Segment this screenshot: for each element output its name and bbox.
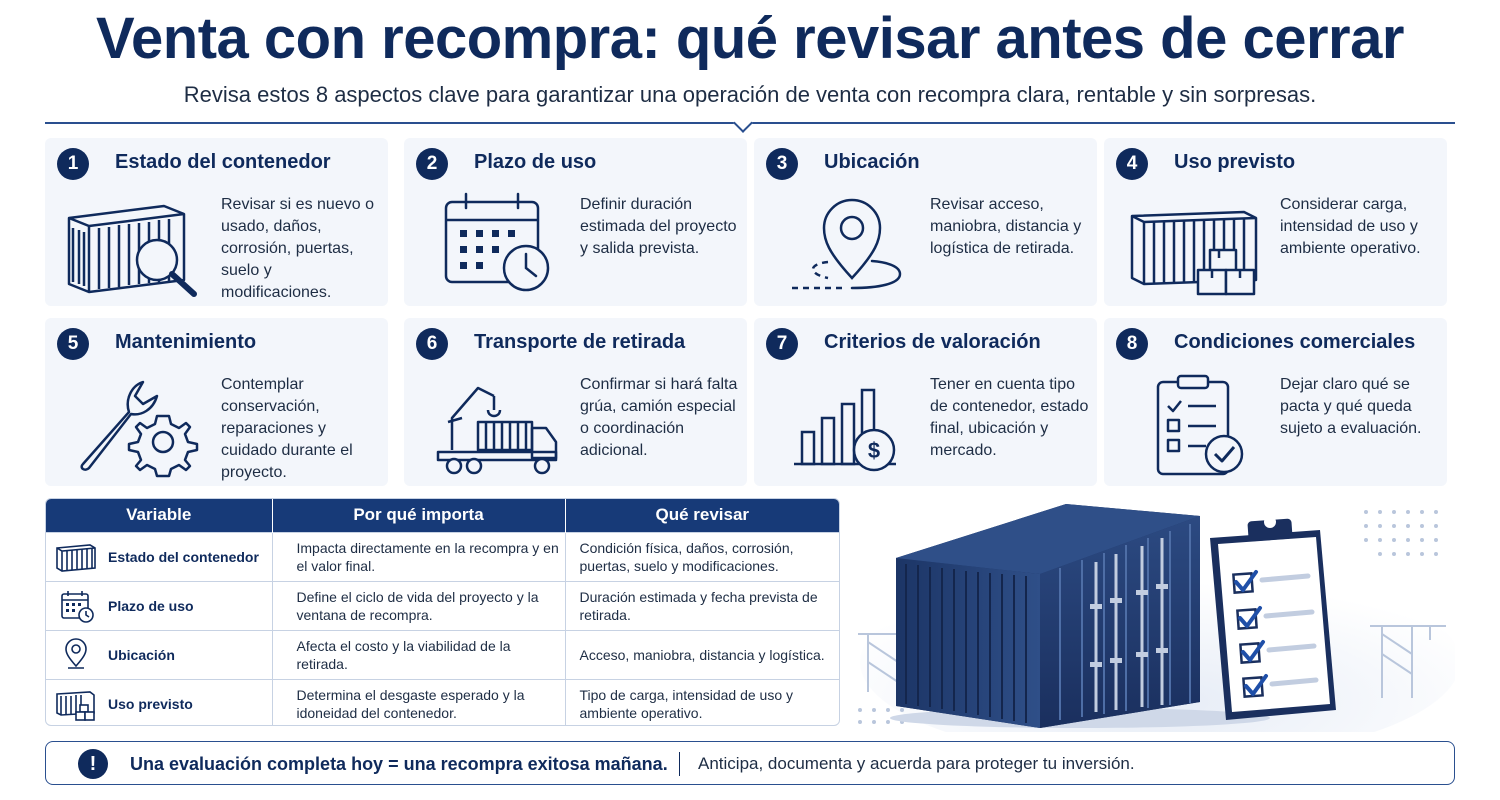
- card-number: 6: [416, 328, 448, 360]
- card-title: Criterios de valoración: [824, 331, 1041, 353]
- card-transporte-retirada: 6 Transporte de retirada Confirmar si ha…: [404, 318, 747, 486]
- card-plazo-uso: 2 Plazo de uso Definir duración estimada…: [404, 138, 747, 306]
- table-why: Impacta directamente en la recompra y en…: [272, 531, 566, 581]
- container-boxes-icon: [1130, 210, 1258, 296]
- clipboard-checklist-icon: [1210, 516, 1336, 720]
- container-magnifier-icon: [67, 204, 197, 297]
- page-subtitle: Revisa estos 8 aspectos clave para garan…: [183, 82, 1317, 107]
- table-row: Ubicación Afecta el costo y la viabilida…: [46, 629, 839, 679]
- footer-note: Anticipa, documenta y acuerda para prote…: [698, 754, 1135, 773]
- shipping-container-icon: [896, 504, 1200, 728]
- table-why: Determina el desgaste esperado y la idon…: [272, 678, 566, 725]
- card-mantenimiento: 5 Mantenimiento Contemplar conservación,…: [45, 318, 388, 486]
- card-text: Confirmar si hará falta grúa, camión esp…: [580, 376, 738, 459]
- container-icon: [56, 543, 96, 572]
- port-crane-right: [1370, 625, 1446, 698]
- table-variable: Plazo de uso: [108, 597, 194, 614]
- table-row: Plazo de uso Define el ciclo de vida del…: [46, 580, 839, 630]
- card-estado-contenedor: 1 Estado del contenedor Revisar si es nu…: [45, 138, 388, 306]
- card-text: Definir duración estimada del proyecto y…: [580, 196, 737, 257]
- bar-chart-dollar-icon: $: [794, 388, 896, 472]
- card-title: Uso previsto: [1174, 151, 1296, 173]
- card-number: 8: [1116, 328, 1148, 360]
- card-text: Dejar claro qué se pacta y qué queda suj…: [1280, 376, 1422, 437]
- calendar-clock-icon: [444, 192, 550, 292]
- card-text: Revisar si es nuevo o usado, daños, corr…: [221, 196, 374, 301]
- alert-icon: !: [78, 749, 108, 779]
- table-row: Estado del contenedor Impacta directamen…: [46, 531, 839, 581]
- table-what: Acceso, maniobra, distancia y logística.: [565, 629, 839, 679]
- crane-truck-icon: [436, 386, 558, 475]
- footer-separator: [679, 752, 680, 776]
- card-number: 1: [57, 148, 89, 180]
- wrench-gear-icon: [80, 380, 199, 478]
- card-number: 4: [1116, 148, 1148, 180]
- card-text: Revisar acceso, maniobra, distancia y lo…: [930, 196, 1082, 257]
- card-title: Transporte de retirada: [474, 331, 686, 353]
- table-variable: Ubicación: [108, 646, 175, 663]
- card-number: 3: [766, 148, 798, 180]
- footer-highlight: Una evaluación completa hoy = una recomp…: [130, 754, 668, 774]
- card-title: Ubicación: [824, 151, 920, 173]
- table-what: Duración estimada y fecha prevista de re…: [565, 580, 839, 630]
- port-crane-left: [858, 633, 930, 692]
- card-text: Considerar carga, intensidad de uso y am…: [1280, 196, 1421, 257]
- card-ubicacion: 3 Ubicación Revisar acceso, maniobra, di…: [754, 138, 1097, 306]
- card-criterios-valoracion: 7 Criterios de valoración $ Tener en cue…: [754, 318, 1097, 486]
- card-condiciones-comerciales: 8 Condiciones comerciales Dejar claro qu…: [1104, 318, 1447, 486]
- card-title: Estado del contenedor: [115, 151, 331, 173]
- table-header-variable: Variable: [46, 499, 273, 532]
- footer-banner: ! Una evaluación completa hoy = una reco…: [45, 741, 1455, 785]
- dot-pattern: [858, 510, 1438, 724]
- table-row: Uso previsto Determina el desgaste esper…: [46, 678, 839, 725]
- table-why: Define el ciclo de vida del proyecto y l…: [272, 580, 566, 630]
- calendar-icon: [61, 590, 94, 623]
- card-text: Contemplar conservación, reparaciones y …: [221, 376, 353, 481]
- table-header-why: Por qué importa: [272, 499, 566, 532]
- page-title: Venta con recompra: qué revisar antes de…: [96, 6, 1404, 71]
- card-title: Condiciones comerciales: [1174, 331, 1416, 353]
- table-what: Condición física, daños, corrosión, puer…: [565, 531, 839, 581]
- container-boxes-icon: [56, 690, 95, 721]
- card-number: 7: [766, 328, 798, 360]
- table-why: Afecta el costo y la viabilidad de la re…: [272, 629, 566, 679]
- location-pin-icon: [65, 637, 87, 669]
- comparison-table: Variable Por qué importa Qué revisar Est…: [45, 498, 840, 726]
- card-title: Plazo de uso: [474, 151, 597, 173]
- card-uso-previsto: 4 Uso previsto Considerar carga, intensi…: [1104, 138, 1447, 306]
- divider-notch: [733, 113, 753, 133]
- table-variable: Uso previsto: [108, 695, 193, 712]
- container-clipboard-illustration: [858, 504, 1455, 732]
- card-number: 5: [57, 328, 89, 360]
- table-what: Tipo de carga, intensidad de uso y ambie…: [565, 678, 839, 725]
- clipboard-check-icon: [1156, 374, 1244, 476]
- card-number: 2: [416, 148, 448, 180]
- table-variable: Estado del contenedor: [108, 548, 259, 565]
- card-text: Tener en cuenta tipo de contenedor, esta…: [930, 376, 1089, 459]
- table-header-what: Qué revisar: [565, 499, 839, 532]
- svg-text:$: $: [868, 438, 880, 463]
- location-pin-icon: [792, 198, 902, 290]
- card-title: Mantenimiento: [115, 331, 257, 353]
